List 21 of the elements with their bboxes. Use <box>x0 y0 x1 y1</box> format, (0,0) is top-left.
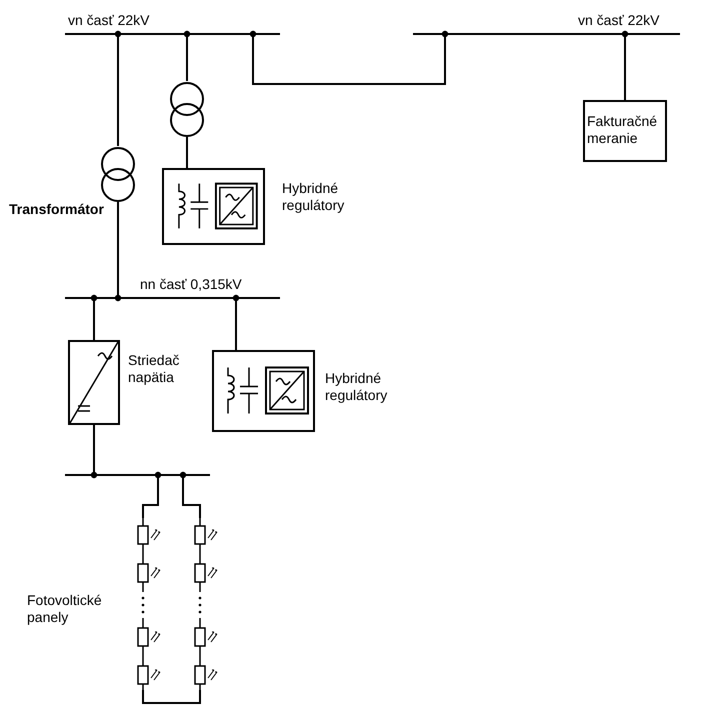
regulator-label: Hybridné regulátory <box>325 370 388 404</box>
inverter-label: Striedač napätia <box>128 352 180 386</box>
wire <box>180 472 201 518</box>
wire <box>622 30 628 100</box>
pv-label: Fotovoltické panely <box>27 592 103 626</box>
wire <box>186 137 188 168</box>
transformer-label: Transformátor <box>9 201 104 218</box>
bus-label: vn časť 22kV <box>578 12 660 29</box>
bus-label: nn časť 0,315kV <box>140 276 242 293</box>
wire <box>142 690 201 704</box>
wire <box>184 30 190 81</box>
wire <box>90 294 98 340</box>
bus-label: vn časť 22kV <box>68 12 150 29</box>
wire <box>232 294 240 350</box>
wire <box>114 202 122 302</box>
wire <box>90 425 98 478</box>
meter-label: Fakturačné meranie <box>587 113 658 147</box>
wire <box>142 472 162 518</box>
wire <box>250 30 448 85</box>
wire <box>114 30 122 146</box>
regulator-label: Hybridné regulátory <box>282 180 346 214</box>
